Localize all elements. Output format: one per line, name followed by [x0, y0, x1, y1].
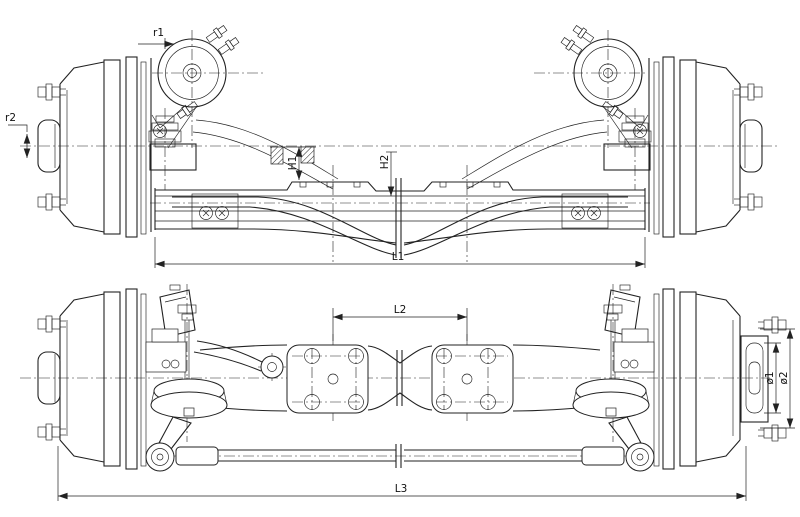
right-knuckle-front	[461, 115, 652, 229]
dim-label-dia1: ø1	[764, 371, 776, 384]
tie-rod-end-right	[625, 442, 655, 472]
dim-label-h2: H2	[379, 155, 391, 170]
knuckle-bolt	[571, 206, 585, 220]
dim-r2: r2	[5, 112, 31, 158]
dim-label-dia2: ø2	[778, 371, 790, 384]
dim-l1: L1	[154, 237, 646, 268]
dim-l3: L3	[57, 446, 747, 501]
section-hatch	[300, 146, 315, 164]
center-break-lines	[395, 178, 402, 258]
dim-label-h1: H1	[287, 156, 299, 171]
left-slack-adjuster	[151, 23, 241, 149]
front-elevation-view: r1 r2 H1 H2 L1	[5, 23, 780, 268]
clamp-bolt	[559, 35, 584, 57]
center-break-lines	[395, 444, 402, 468]
hub-cap-left-front	[37, 119, 61, 173]
dim-label-r2: r2	[5, 112, 16, 124]
wheel-bolt	[37, 83, 67, 101]
wheel-bolt	[37, 315, 67, 333]
right-slack-adjuster	[559, 23, 649, 149]
axle-beam-front	[154, 178, 646, 258]
dim-r1: r1	[138, 27, 174, 49]
hub-cap-right-plan	[745, 342, 764, 414]
hub-flange-right-plan	[740, 335, 769, 423]
hub-cap-right-front	[739, 119, 763, 173]
dim-h1: H1	[270, 146, 316, 180]
left-brake-drum-plan	[37, 288, 147, 470]
tie-rod-end-left	[145, 442, 175, 472]
right-brake-chamber-plan	[572, 284, 655, 419]
left-brake-drum-front	[37, 56, 152, 238]
spring-seat-right	[431, 344, 514, 414]
wheel-bolt	[757, 424, 787, 442]
knuckle-bolt	[199, 206, 213, 220]
wheel-bolt	[37, 193, 67, 211]
dim-label-l1: L1	[392, 251, 405, 263]
right-brake-drum-plan	[653, 288, 787, 470]
dim-dia1: ø1	[764, 342, 781, 414]
clamp-bolt	[216, 35, 241, 57]
center-break-lines	[396, 350, 403, 406]
wheel-bolt	[733, 83, 763, 101]
left-knuckle-front	[148, 115, 339, 229]
clamp-bolt	[204, 23, 229, 45]
dim-dia2: ø2	[760, 328, 795, 429]
clamp-bolt	[571, 23, 596, 45]
plan-view: L2 ø1 ø2 L3	[20, 284, 795, 501]
tie-rod-front	[172, 196, 628, 256]
left-brake-chamber-plan	[145, 284, 228, 419]
axle-beam-plan	[199, 344, 601, 412]
wheel-bolt	[757, 316, 787, 334]
knuckle-bolt	[587, 206, 601, 220]
right-brake-drum-front	[648, 56, 763, 238]
spring-seat-left	[286, 344, 369, 414]
dim-label-l3: L3	[395, 483, 408, 495]
dim-h2: H2	[379, 151, 397, 196]
steering-arm-plan	[193, 340, 284, 379]
dim-l2: L2	[332, 304, 468, 341]
section-hatch	[270, 146, 284, 165]
clamp-bolt	[175, 99, 200, 121]
dim-label-r1: r1	[153, 27, 164, 39]
tie-rod-plan	[145, 416, 655, 472]
wheel-bolt	[37, 423, 67, 441]
clamp-bolt	[600, 99, 625, 121]
centerlines-front	[20, 30, 780, 262]
wheel-bolt	[733, 193, 763, 211]
knuckle-bolt	[215, 206, 229, 220]
dim-label-l2: L2	[394, 304, 407, 316]
hub-cap-left-plan	[37, 351, 61, 405]
